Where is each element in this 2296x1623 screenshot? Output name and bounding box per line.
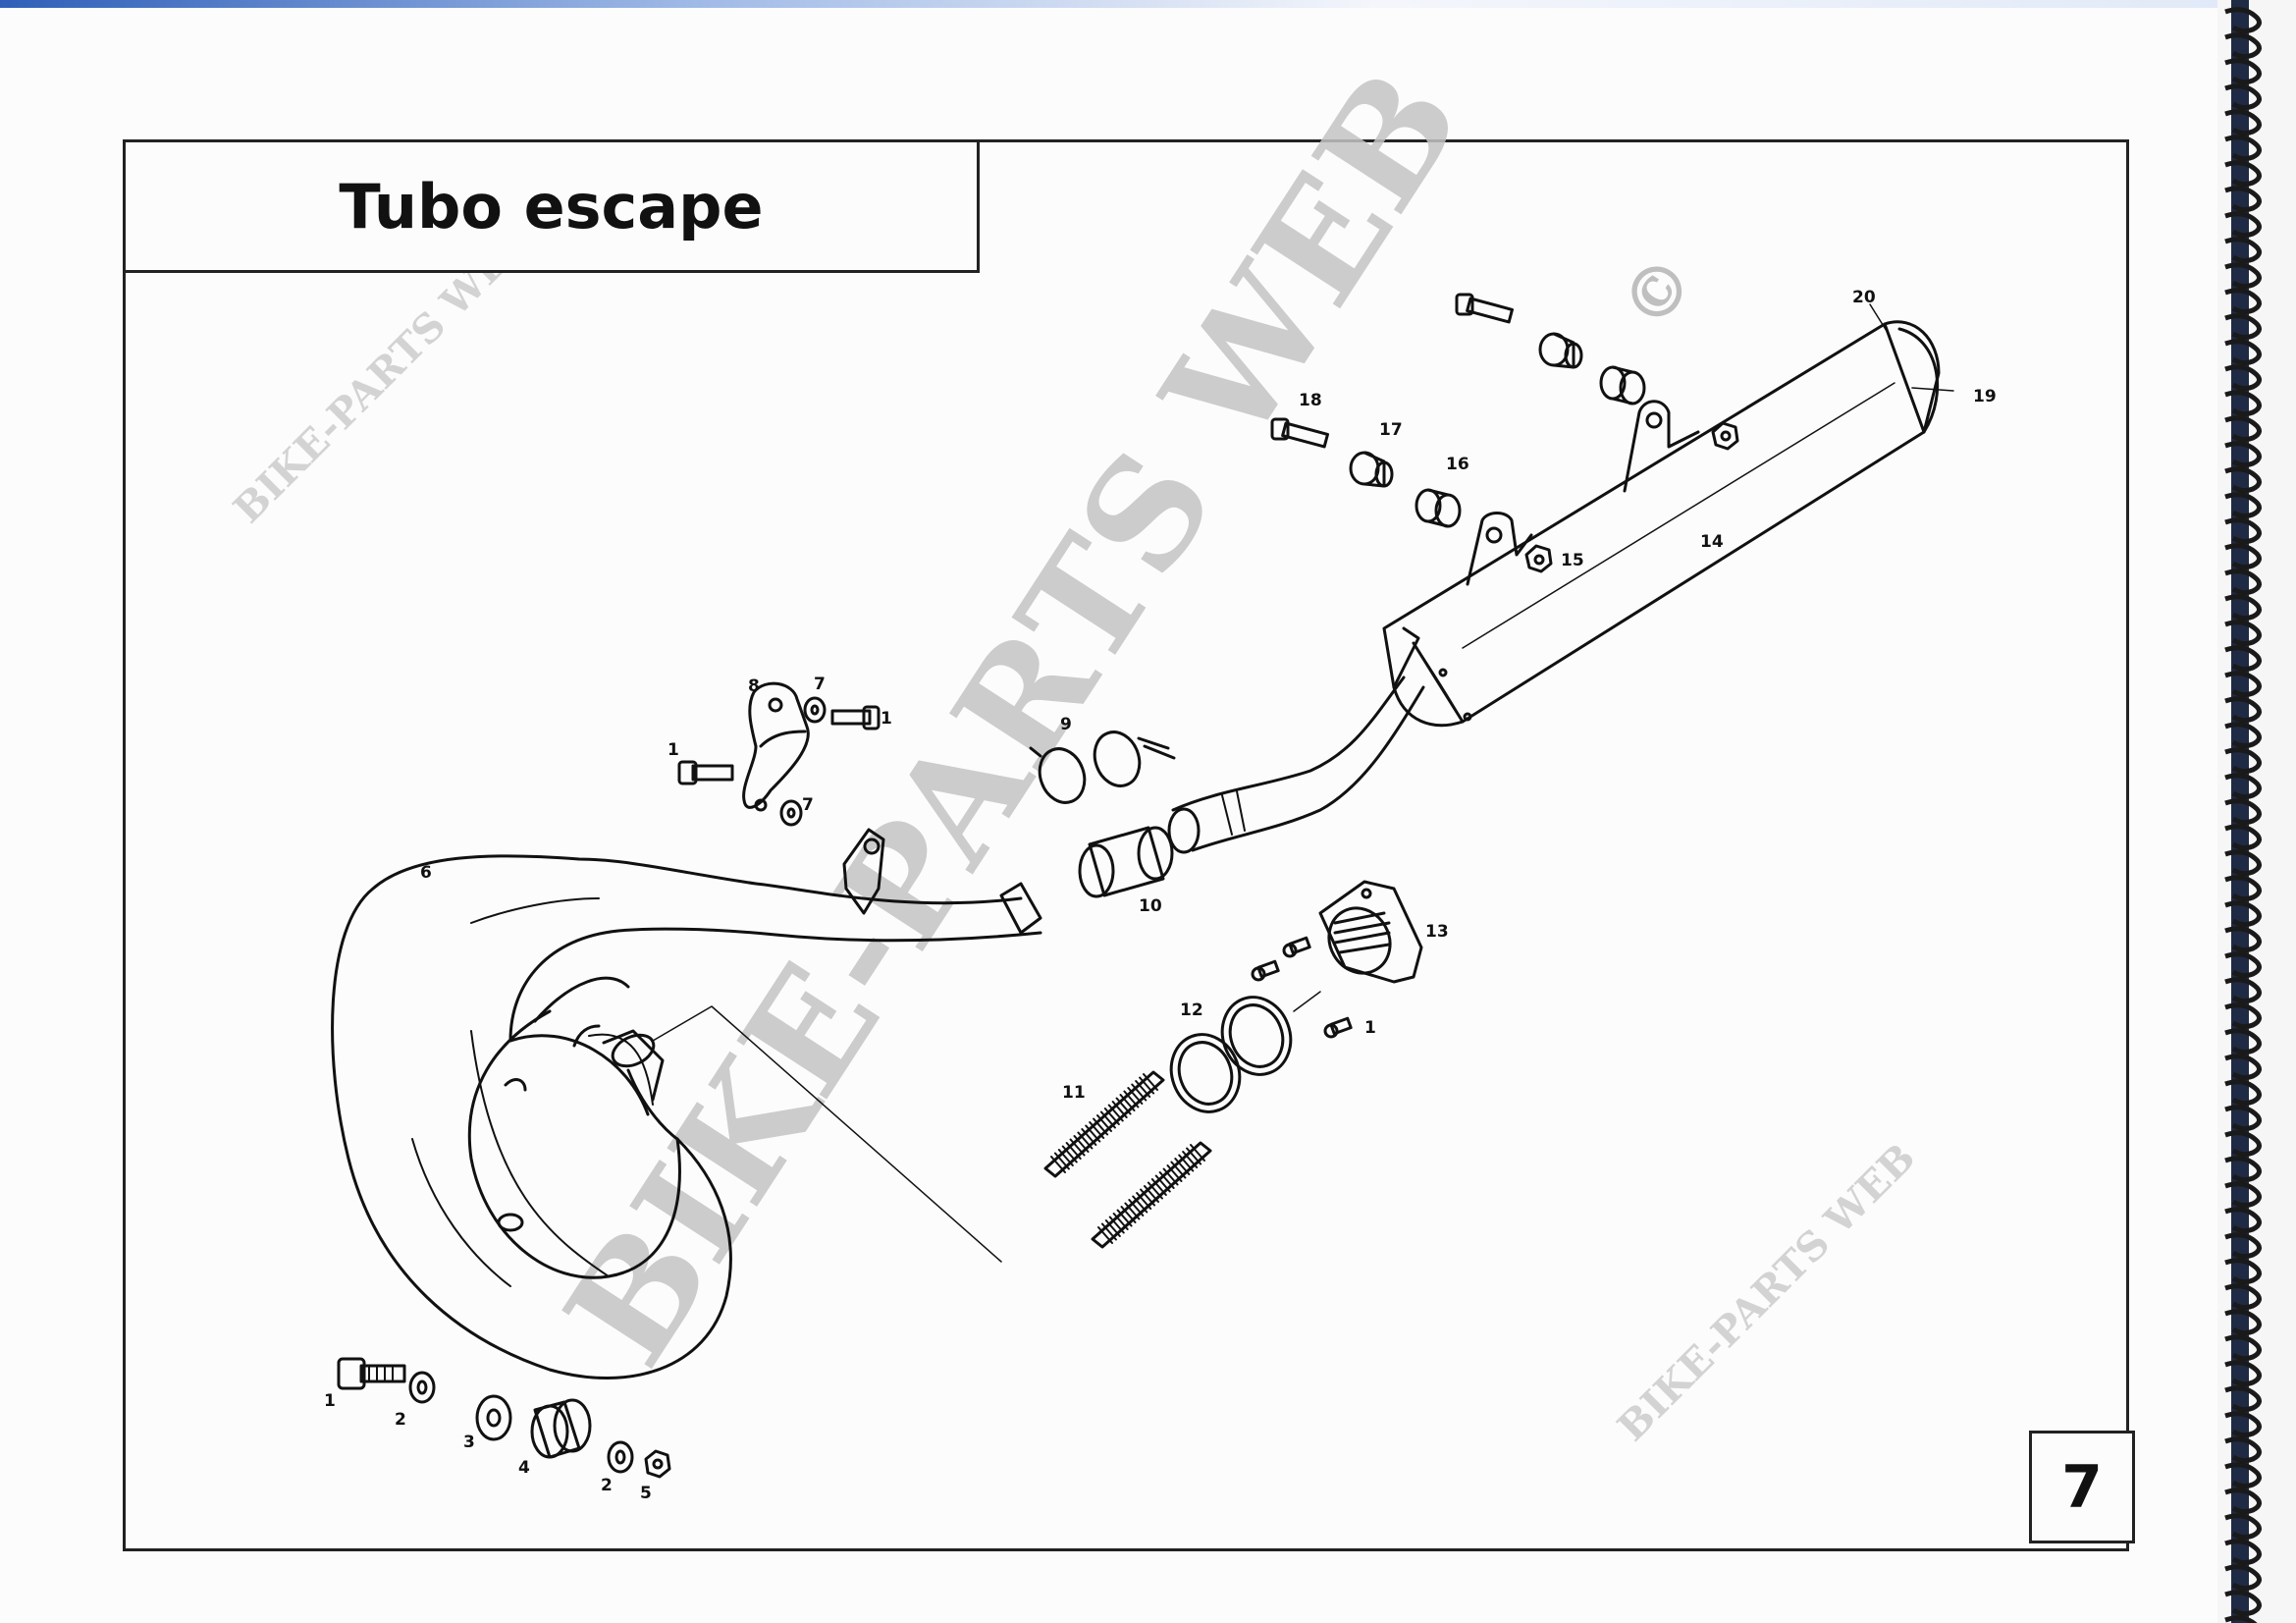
screw-13a	[1251, 959, 1280, 982]
callout-6: 6	[420, 863, 432, 883]
scan-top-edge	[0, 0, 2296, 8]
callout-2a: 2	[395, 1410, 406, 1430]
callout-7b: 7	[802, 795, 814, 815]
callout-8: 8	[748, 676, 760, 696]
washer-7a	[803, 696, 827, 724]
callout-14: 14	[1700, 532, 1724, 552]
bolt-1c	[830, 705, 881, 730]
washer-3	[475, 1394, 512, 1441]
callout-20: 20	[1852, 288, 1876, 307]
watermark-small-bottom: BIKE-PARTS WEB	[1609, 1135, 1924, 1450]
callout-1c: 1	[881, 709, 892, 729]
page-number: 7	[2061, 1452, 2103, 1522]
nut-upper	[1711, 421, 1739, 451]
page-title: Tubo escape	[339, 170, 764, 243]
screw-13b	[1282, 936, 1311, 958]
callout-16: 16	[1446, 455, 1469, 474]
bushing-upper	[1538, 332, 1583, 369]
callout-17: 17	[1379, 420, 1403, 440]
bolt-upper	[1455, 293, 1515, 324]
callout-4: 4	[518, 1458, 530, 1478]
nut-15	[1524, 544, 1553, 573]
washer-2b	[607, 1440, 634, 1474]
rubber-upper	[1599, 365, 1646, 406]
callout-2b: 2	[601, 1476, 613, 1495]
bracket-8	[742, 681, 810, 812]
clamps-9	[1029, 730, 1176, 804]
watermark-large-registered: ©	[1605, 241, 1711, 343]
callout-1d: 1	[1364, 1018, 1376, 1038]
washer-2a	[408, 1371, 436, 1404]
callout-19: 19	[1973, 387, 1997, 406]
bolt-18	[1270, 417, 1330, 449]
title-box: Tubo escape	[123, 139, 980, 273]
page-number-box: 7	[2029, 1431, 2135, 1543]
callout-12: 12	[1180, 1001, 1203, 1020]
mid-pipe	[1167, 676, 1425, 854]
callout-9: 9	[1060, 715, 1072, 734]
callout-1a: 1	[324, 1391, 336, 1411]
spiral-binding	[2217, 0, 2296, 1623]
bushing-17	[1349, 451, 1394, 488]
gaskets-12	[1169, 991, 1321, 1113]
callout-5: 5	[640, 1484, 652, 1503]
callout-1b: 1	[667, 740, 679, 760]
sleeve-10	[1078, 826, 1174, 898]
callouts: 1 2 3 4 2 5 6 1 8 7 1 7 9 10 11 12 13 1 …	[324, 288, 1997, 1503]
nut-5	[644, 1449, 671, 1479]
bolt-1b	[677, 760, 734, 785]
callout-7a: 7	[814, 675, 826, 694]
silencer-14	[1382, 320, 1941, 728]
callout-10: 10	[1139, 896, 1162, 916]
expansion-chamber	[331, 828, 1042, 1380]
leader-line	[652, 1005, 1002, 1263]
callout-18: 18	[1299, 391, 1322, 410]
flange-13	[1318, 880, 1423, 984]
screw-1d	[1323, 1016, 1353, 1039]
spacer-4	[530, 1398, 592, 1459]
springs-11	[1043, 1070, 1212, 1249]
callout-15: 15	[1561, 551, 1584, 570]
bolt-bottom-left	[337, 1357, 406, 1390]
washer-7b	[779, 799, 803, 827]
diagram-frame	[123, 139, 2129, 1551]
rubber-16	[1415, 488, 1462, 528]
callout-3: 3	[463, 1433, 475, 1452]
callout-13: 13	[1425, 922, 1449, 942]
callout-11: 11	[1062, 1083, 1086, 1103]
